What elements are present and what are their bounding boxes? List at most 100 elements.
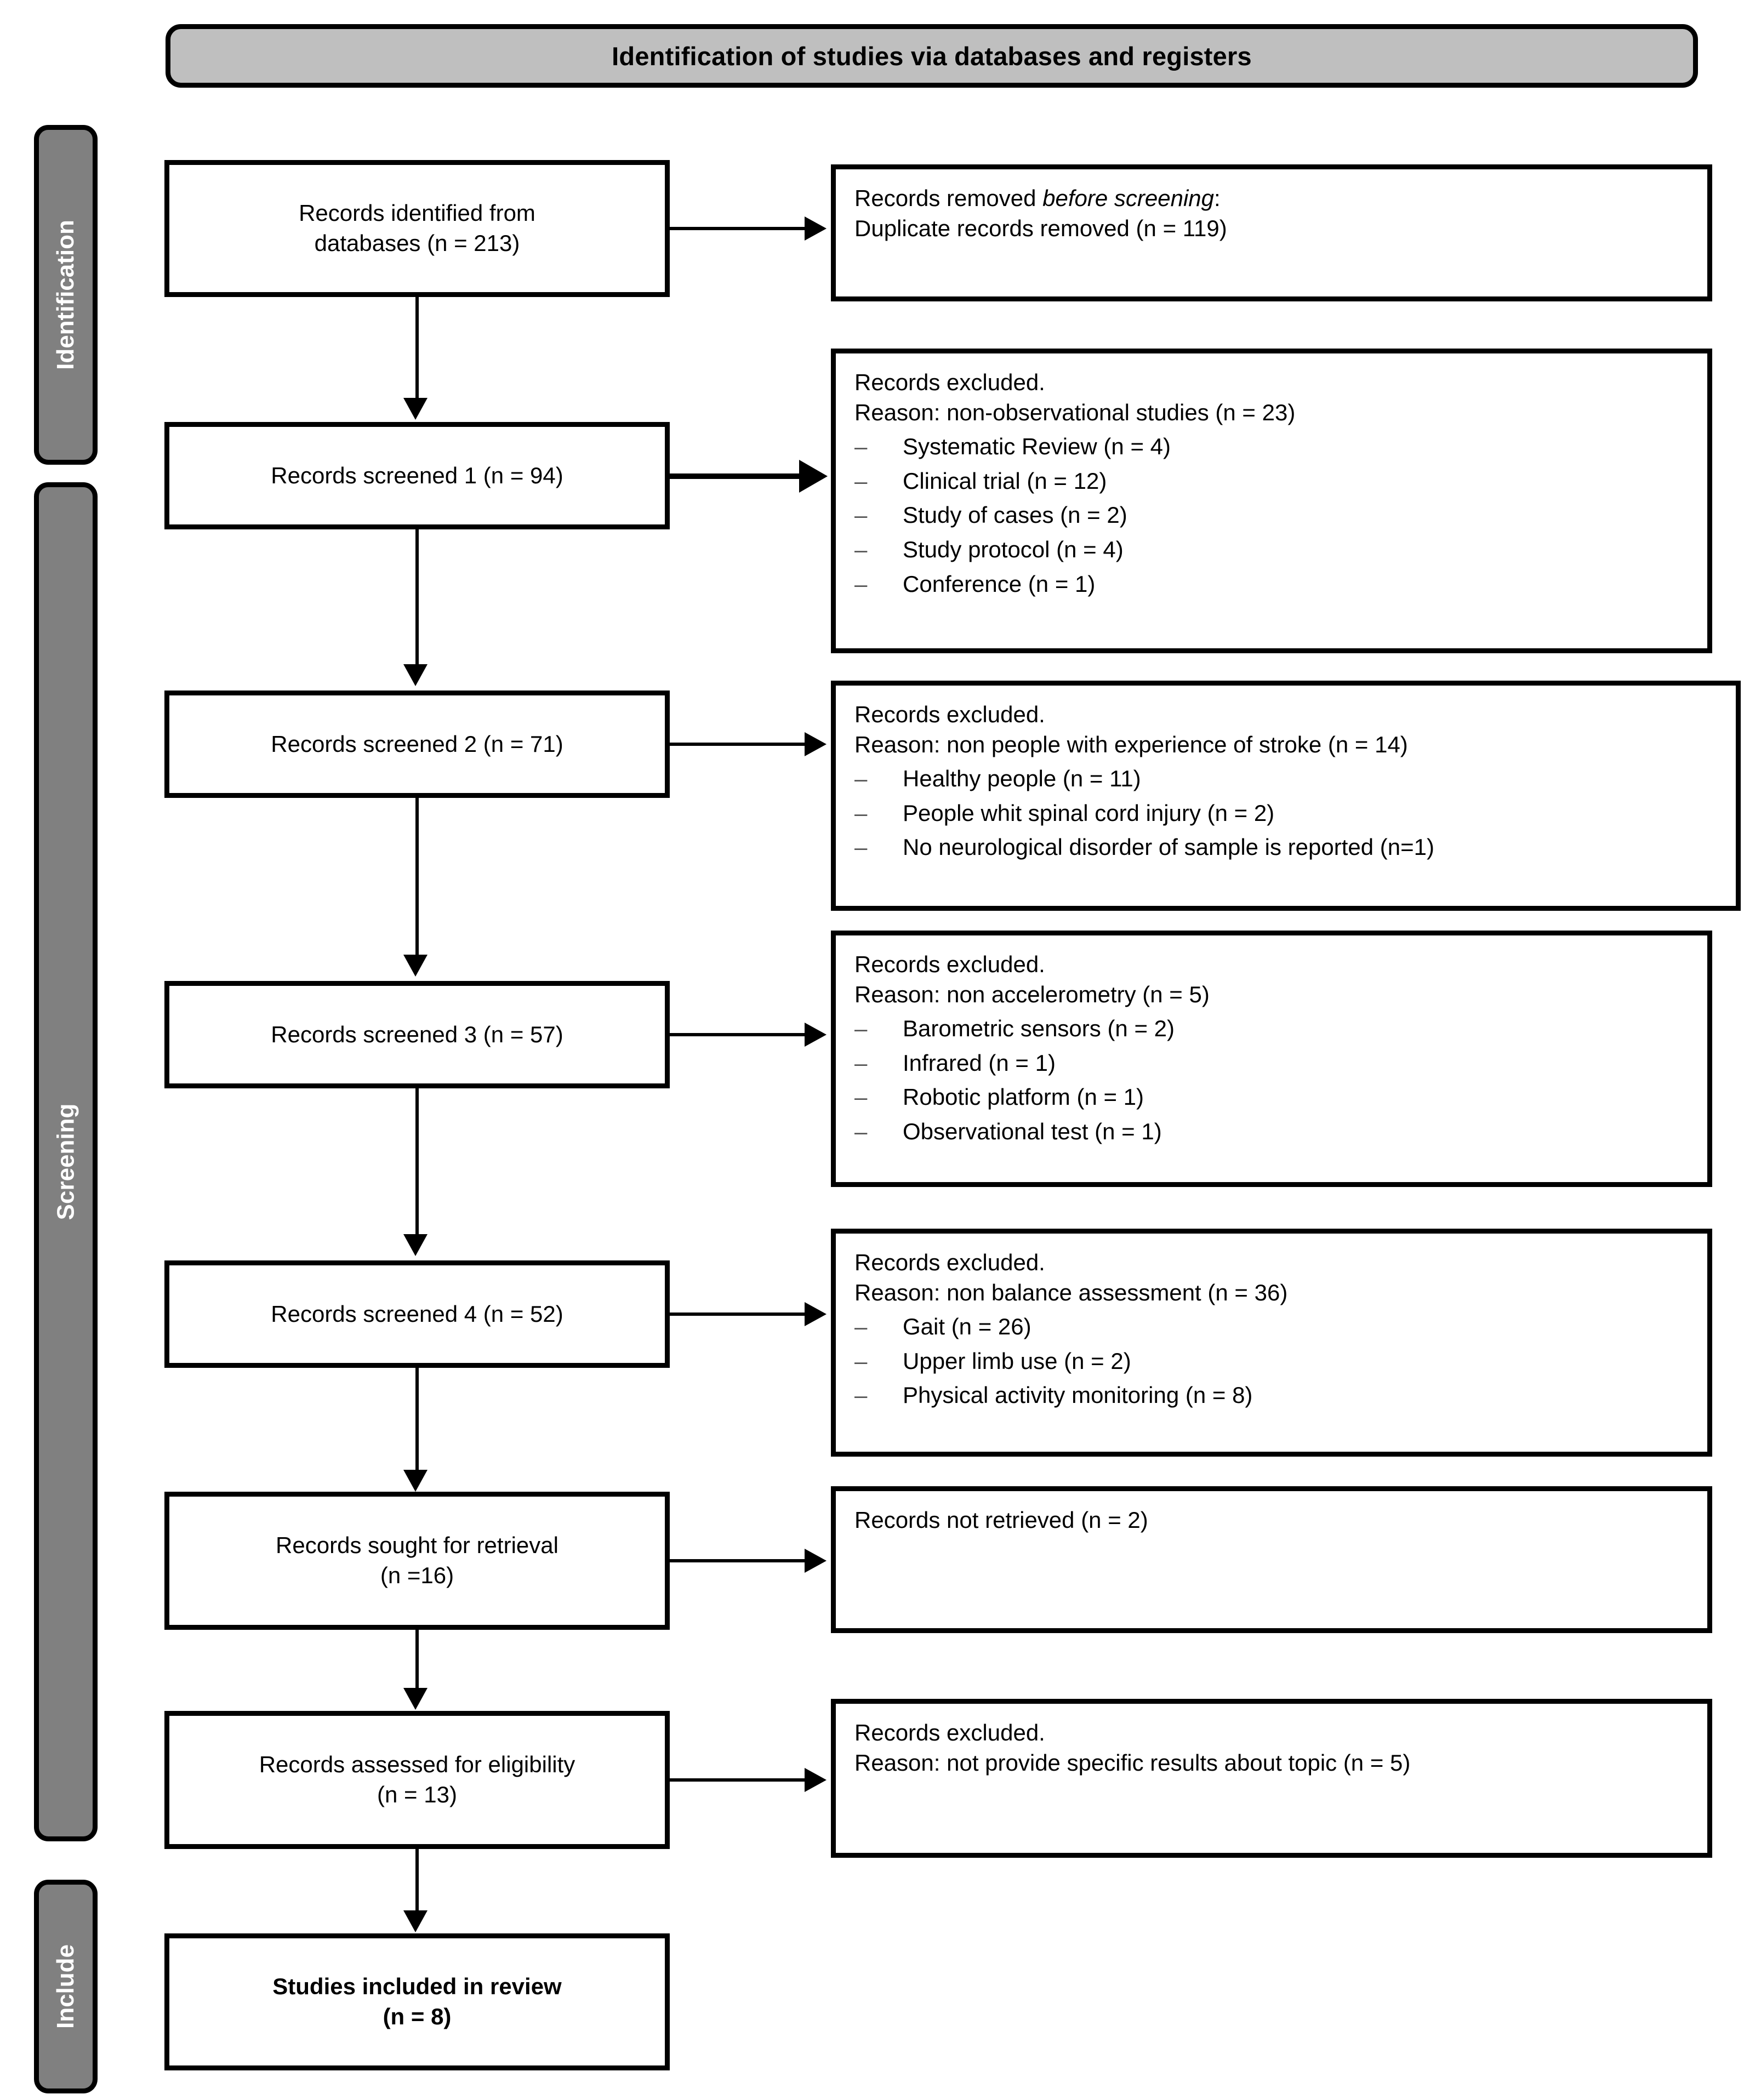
- list-item: –Physical activity monitoring (n = 8): [854, 1380, 1689, 1411]
- records-excluded-4-heading: Records excluded.: [854, 1249, 1045, 1275]
- bullet-dash-icon: –: [854, 834, 868, 860]
- box-records-not-retrieved: Records not retrieved (n = 2): [831, 1486, 1712, 1633]
- records-identified-line-2: databases (n = 213): [314, 230, 520, 256]
- bullet-dash-icon: –: [854, 536, 868, 562]
- arrow-down-icon: [403, 1910, 428, 1932]
- arrow-down-icon: [403, 664, 428, 686]
- list-item: –Gait (n = 26): [854, 1312, 1689, 1342]
- records-removed-suffix: :: [1214, 185, 1221, 211]
- records-removed-line-2: Duplicate records removed (n = 119): [854, 215, 1227, 241]
- list-item-label: Systematic Review (n = 4): [903, 433, 1171, 460]
- studies-included-line-1: Studies included in review: [272, 1973, 562, 2000]
- bullet-dash-icon: –: [854, 502, 868, 528]
- arrow-right-icon: [805, 1302, 827, 1326]
- connector-sought-to-assessed: [415, 1630, 419, 1690]
- stage-rail-identification: Identification: [34, 125, 98, 465]
- connector-screened2-to-excluded2: [670, 743, 807, 746]
- bullet-dash-icon: –: [854, 766, 868, 792]
- records-not-retrieved-label: Records not retrieved (n = 2): [854, 1507, 1148, 1533]
- records-screened-2-label: Records screened 2 (n = 71): [271, 731, 563, 757]
- records-removed-italic: before screening: [1042, 185, 1215, 211]
- box-records-screened-1: Records screened 1 (n = 94): [164, 422, 670, 529]
- list-item: – Conference (n = 1): [854, 569, 1689, 600]
- records-removed-prefix: Records removed: [854, 185, 1043, 211]
- records-excluded-2-list: – Healthy people (n = 11) – People whit sp…: [854, 764, 1717, 863]
- stage-rail-identification-label: Identification: [52, 220, 79, 370]
- bullet-dash-icon: –: [854, 570, 868, 597]
- connector-assessed-to-included: [415, 1849, 419, 1913]
- connector-assessed-to-excluded5: [670, 1778, 807, 1782]
- box-records-screened-2: Records screened 2 (n = 71): [164, 691, 670, 798]
- connector-screened1-to-excluded1: [670, 473, 801, 479]
- list-item-label: Barometric sensors (n = 2): [903, 1015, 1175, 1042]
- list-item-label: Infrared (n = 1): [903, 1049, 1056, 1076]
- box-records-removed-before-screening: Records removed before screening: Duplic…: [831, 164, 1712, 301]
- box-studies-included-in-review: Studies included in review (n = 8): [164, 1933, 670, 2070]
- records-excluded-3-list: – Barometric sensors (n = 2) – Infrared (n…: [854, 1014, 1689, 1146]
- connector-screened4-to-excluded4: [670, 1312, 807, 1316]
- arrow-right-icon: [805, 216, 827, 241]
- arrow-right-icon: [799, 460, 828, 493]
- records-excluded-5-reason: Reason: not provide specific results abo…: [854, 1749, 1411, 1776]
- list-item: –Study of cases (n = 2): [854, 500, 1689, 530]
- bullet-dash-icon: –: [854, 1348, 868, 1374]
- connector-sought-to-not-retrieved: [670, 1559, 807, 1562]
- list-item: – Upper limb use (n = 2): [854, 1346, 1689, 1377]
- list-item-label: People whit spinal cord injury (n = 2): [903, 800, 1275, 826]
- arrow-down-icon: [403, 955, 428, 977]
- bullet-dash-icon: –: [854, 800, 868, 826]
- records-excluded-2-heading: Records excluded.: [854, 701, 1045, 727]
- box-records-screened-4: Records screened 4 (n = 52): [164, 1260, 670, 1368]
- records-excluded-5-heading: Records excluded.: [854, 1720, 1045, 1745]
- banner-label: Identification of studies via databases …: [612, 41, 1252, 71]
- records-excluded-4-reason: Reason: non balance assessment (n = 36): [854, 1279, 1288, 1305]
- list-item-label: Upper limb use (n = 2): [903, 1348, 1131, 1374]
- bullet-dash-icon: –: [854, 1382, 868, 1408]
- list-item-label: Study protocol (n = 4): [903, 536, 1124, 562]
- records-screened-4-label: Records screened 4 (n = 52): [271, 1300, 563, 1327]
- connector-screened1-to-screened2: [415, 529, 419, 666]
- arrow-down-icon: [403, 1688, 428, 1710]
- records-excluded-3-heading: Records excluded.: [854, 951, 1045, 977]
- list-item-label: Robotic platform (n = 1): [903, 1084, 1144, 1110]
- bullet-dash-icon: –: [854, 1049, 868, 1076]
- arrow-right-icon: [805, 1549, 827, 1573]
- records-screened-1-label: Records screened 1 (n = 94): [271, 462, 563, 488]
- box-records-excluded-5: Records excluded. Reason: not provide sp…: [831, 1699, 1712, 1858]
- connector-identified-to-removed: [670, 227, 807, 230]
- records-identified-line-1: Records identified from: [299, 200, 535, 226]
- list-item: – Infrared (n = 1): [854, 1048, 1689, 1078]
- arrow-down-icon: [403, 1234, 428, 1256]
- connector-screened2-to-screened3: [415, 798, 419, 957]
- list-item-label: Gait (n = 26): [903, 1314, 1031, 1340]
- bullet-dash-icon: –: [854, 433, 868, 460]
- list-item: – People whit spinal cord injury (n = 2): [854, 798, 1717, 829]
- list-item-label: Conference (n = 1): [903, 570, 1096, 597]
- box-records-assessed-for-eligibility: Records assessed for eligibility (n = 13…: [164, 1711, 670, 1849]
- stage-rail-include-label: Include: [52, 1944, 79, 2029]
- box-records-excluded-1: Records excluded. Reason: non-observatio…: [831, 349, 1712, 653]
- list-item-label: Healthy people (n = 11): [903, 766, 1141, 792]
- box-records-identified: Records identified from databases (n = 2…: [164, 160, 670, 297]
- stage-rail-screening-label: Screening: [52, 1103, 79, 1220]
- list-item-label: Clinical trial (n = 12): [903, 467, 1107, 494]
- box-records-excluded-3: Records excluded. Reason: non accelerome…: [831, 931, 1712, 1187]
- list-item: – Systematic Review (n = 4): [854, 432, 1689, 462]
- box-records-excluded-4: Records excluded. Reason: non balance as…: [831, 1229, 1712, 1457]
- records-excluded-4-list: –Gait (n = 26) –Upper limb use (n = 2) –…: [854, 1312, 1689, 1411]
- list-item-label: Observational test (n = 1): [903, 1118, 1162, 1144]
- list-item: – Healthy people (n = 11): [854, 764, 1717, 794]
- connector-screened3-to-excluded3: [670, 1033, 807, 1036]
- arrow-down-icon: [403, 398, 428, 420]
- list-item-label: No neurological disorder of sample is re…: [903, 834, 1434, 860]
- records-sought-line-1: Records sought for retrieval: [276, 1532, 558, 1559]
- bullet-dash-icon: –: [854, 1084, 868, 1110]
- diagram-banner-title: Identification of studies via databases …: [166, 24, 1698, 88]
- records-assessed-line-2: (n = 13): [377, 1782, 457, 1807]
- stage-rail-include: Include: [34, 1880, 98, 2093]
- list-item: –Observational test (n = 1): [854, 1117, 1689, 1147]
- records-sought-line-2: (n =16): [380, 1562, 454, 1588]
- list-item: – Study protocol (n = 4): [854, 535, 1689, 565]
- arrow-right-icon: [805, 1023, 827, 1047]
